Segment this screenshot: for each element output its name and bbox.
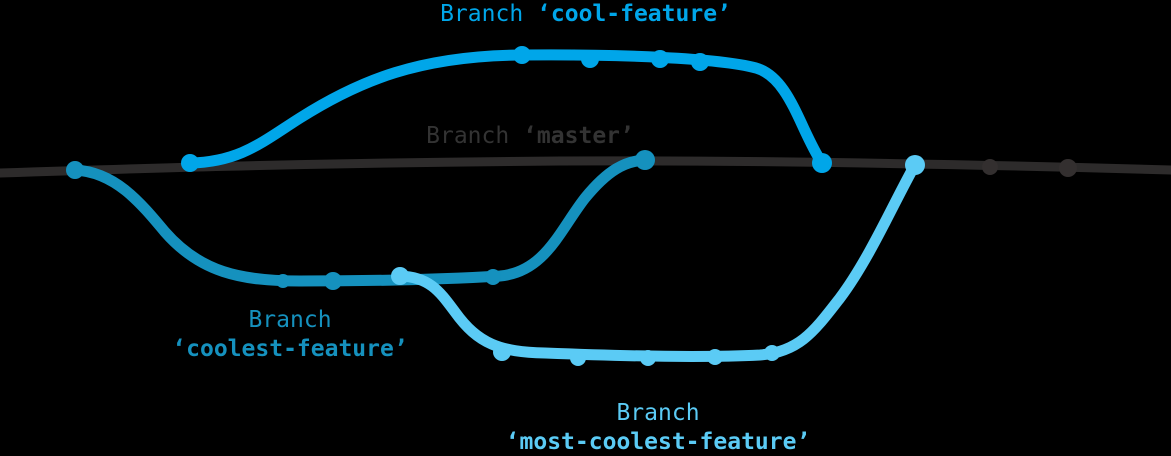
commit-dot[interactable]	[1059, 159, 1077, 177]
commit-dot[interactable]	[513, 46, 531, 64]
branch-label-master: Branch ‘master’	[0, 122, 1060, 151]
branch-name: ‘most-coolest-feature’	[505, 429, 811, 456]
commit-dot[interactable]	[391, 267, 409, 285]
commit-dot[interactable]	[581, 50, 599, 68]
branch-path-coolest-feature	[69, 154, 651, 287]
commit-dot[interactable]	[493, 343, 511, 361]
commit-dot[interactable]	[276, 274, 290, 288]
commit-dot[interactable]	[640, 350, 656, 366]
commit-dot[interactable]	[812, 153, 832, 173]
branch-keyword: Branch	[440, 1, 524, 27]
branch-label-most-coolest-feature: Branch ‘most-coolest-feature’	[0, 399, 1171, 456]
commit-dot[interactable]	[691, 53, 709, 71]
commit-dot[interactable]	[707, 349, 723, 365]
branch-line-most-coolest-feature	[391, 155, 925, 366]
branch-line-master	[0, 156, 1171, 178]
commit-dot[interactable]	[66, 161, 84, 179]
commit-dot[interactable]	[651, 50, 669, 68]
branch-label-cool-feature: Branch ‘cool-feature’	[0, 0, 1171, 29]
branch-line-coolest-feature	[66, 150, 655, 290]
commit-dot[interactable]	[982, 159, 998, 175]
commit-dot[interactable]	[764, 345, 780, 361]
branch-line-cool-feature	[181, 46, 832, 173]
branch-keyword: Branch	[426, 123, 510, 149]
branch-name: ‘coolest-feature’	[172, 336, 408, 363]
branch-name: ‘master’	[523, 123, 634, 149]
branch-name: ‘cool-feature’	[537, 1, 731, 27]
branch-path-master	[0, 156, 1171, 178]
branch-keyword: Branch	[248, 307, 332, 333]
branch-keyword: Branch	[616, 400, 700, 426]
commit-dot[interactable]	[635, 150, 655, 170]
commit-dot[interactable]	[181, 154, 199, 172]
commit-dot[interactable]	[905, 155, 925, 175]
commit-dot[interactable]	[324, 272, 342, 290]
commit-dot[interactable]	[570, 350, 586, 366]
commit-dot[interactable]	[485, 269, 501, 285]
branch-path-most-coolest-feature	[394, 159, 921, 362]
branch-label-coolest-feature: Branch ‘coolest-feature’	[0, 306, 580, 365]
